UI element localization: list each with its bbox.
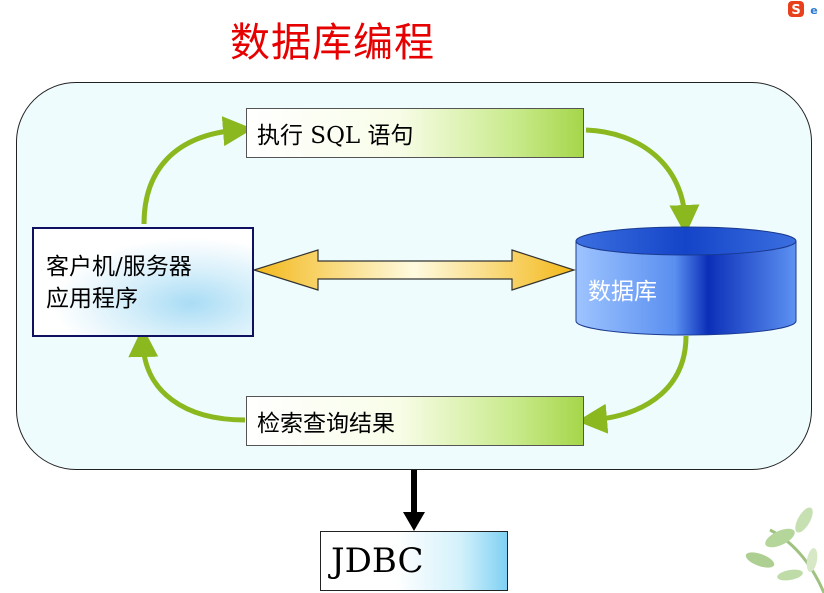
execute-sql-box: 执行 SQL 语句 xyxy=(246,108,584,158)
retrieve-results-box: 检索查询结果 xyxy=(246,396,584,446)
svg-text:S: S xyxy=(791,3,800,18)
page-title: 数据库编程 xyxy=(230,20,435,66)
database-cylinder-icon xyxy=(575,226,797,336)
jdbc-label: JDBC xyxy=(331,541,424,581)
client-label-line1: 客户机/服务器 xyxy=(46,254,192,280)
database-label: 数据库 xyxy=(588,279,657,305)
arrow-sql-to-db xyxy=(585,127,700,235)
retrieve-results-label: 检索查询结果 xyxy=(257,411,395,437)
execute-sql-label: 执行 SQL 语句 xyxy=(257,123,414,149)
arrow-db-to-results xyxy=(577,335,689,434)
plant-decoration-icon xyxy=(745,507,824,593)
sogou-logo-icon: S e xyxy=(788,1,818,18)
arrow-client-to-sql xyxy=(141,116,253,225)
client-app-box: 客户机/服务器 应用程序 xyxy=(32,227,254,337)
jdbc-box: JDBC xyxy=(320,531,508,591)
arrow-results-to-client xyxy=(128,327,246,423)
svg-text:e: e xyxy=(810,4,817,17)
client-label-line2: 应用程序 xyxy=(46,286,138,312)
double-arrow xyxy=(251,249,576,291)
